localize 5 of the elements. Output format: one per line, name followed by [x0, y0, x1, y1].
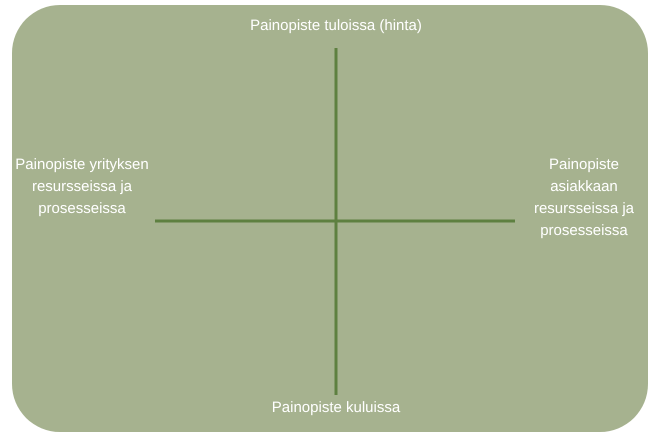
- axis-label: Painopiste tuloissa (hinta): [249, 16, 423, 36]
- axis-label: Painopiste kuluissa: [270, 398, 402, 418]
- axis-label: Painopiste asiakkaan resursseissa ja prosesseissa: [532, 155, 636, 241]
- quadrant-panel: [12, 5, 648, 432]
- axis-label: Painopiste yrityksen resursseissa ja prosesseissa: [14, 155, 150, 219]
